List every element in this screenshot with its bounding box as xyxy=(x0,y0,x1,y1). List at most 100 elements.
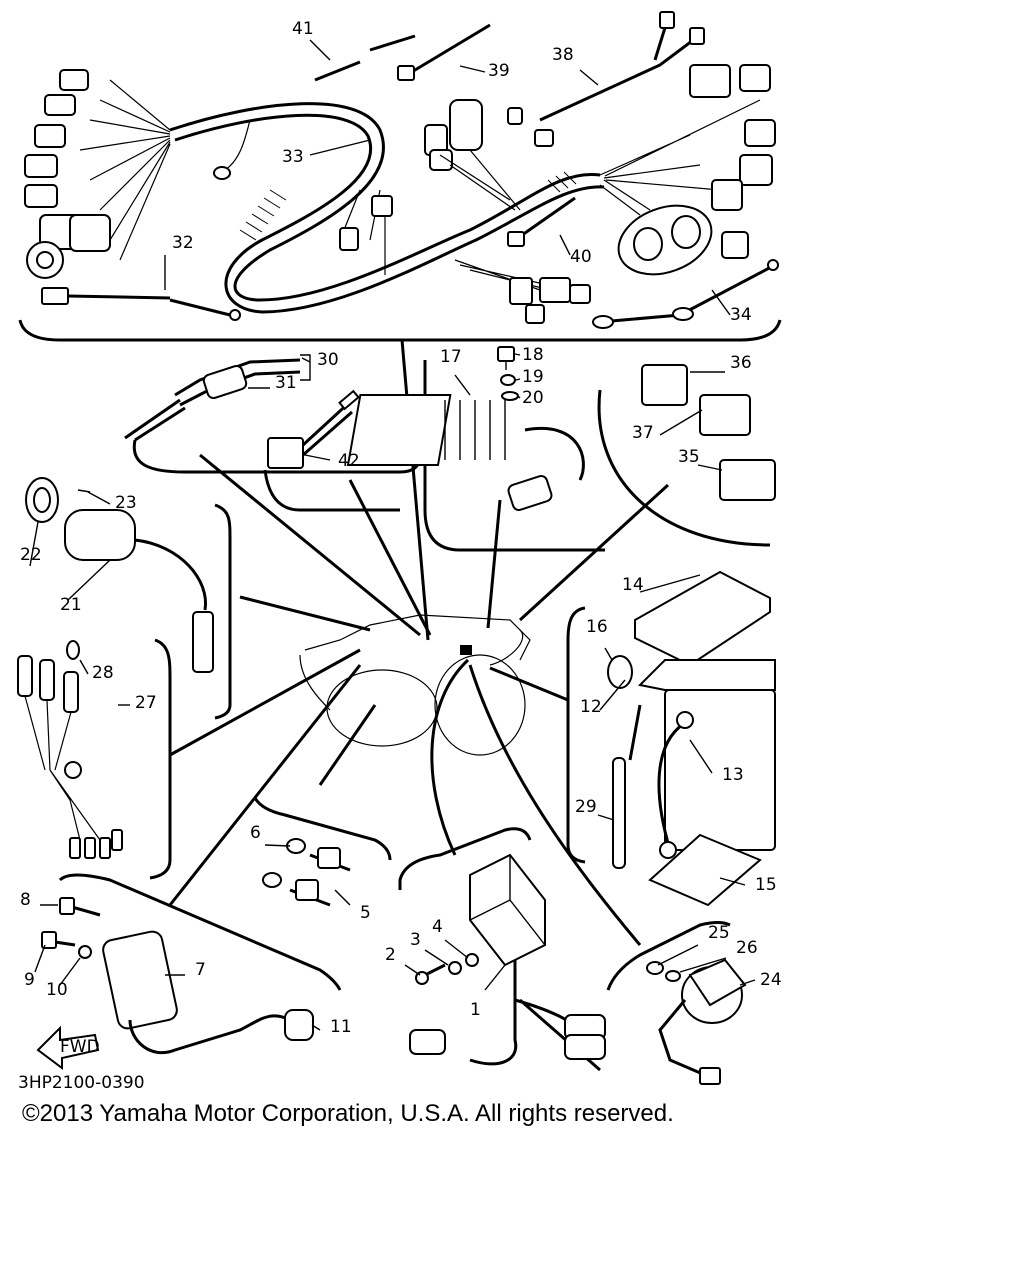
callout-leader-line xyxy=(79,659,89,675)
callout-label: 33 xyxy=(282,147,304,167)
callout-leader-line xyxy=(604,647,613,661)
callout-label: 3 xyxy=(410,930,421,950)
wire-harness-group xyxy=(18,11,782,342)
callout-leader-line xyxy=(304,454,331,461)
callout-label: 5 xyxy=(360,903,371,923)
callout-label: 30 xyxy=(317,350,339,370)
diagram-code: 3HP2100-0390 xyxy=(18,1073,145,1093)
callout-label: 22 xyxy=(20,545,42,565)
callout-label: 15 xyxy=(755,875,777,895)
callout-label: 38 xyxy=(552,45,574,65)
part-17-rectifier xyxy=(346,346,585,511)
callout-leader-line xyxy=(404,964,421,976)
callout-leader-line xyxy=(67,559,111,601)
callout-label: 17 xyxy=(440,347,462,367)
callout-label: 36 xyxy=(730,353,752,373)
callout-label: 28 xyxy=(92,663,114,683)
callout-leader-line xyxy=(697,464,723,471)
callout-label: 25 xyxy=(708,923,730,943)
callout-label: 34 xyxy=(730,305,752,325)
callout-leader-line xyxy=(29,521,39,567)
part-35-37-caps xyxy=(641,364,776,501)
callout-leader-line xyxy=(579,69,599,86)
callout-label: 41 xyxy=(292,19,314,39)
callout-label: 40 xyxy=(570,247,592,267)
callout-label: 2 xyxy=(385,945,396,965)
fwd-label: FWD xyxy=(60,1037,100,1057)
callout-leader-line xyxy=(515,378,521,381)
part-24-starter-relay xyxy=(646,958,747,1085)
part-32-wire-lead xyxy=(41,287,241,321)
frame-outline xyxy=(299,614,531,756)
part-42-relay xyxy=(267,389,360,469)
leader-lines xyxy=(168,339,670,946)
callout-leader-line xyxy=(87,491,111,505)
part-30-31-connector-lead xyxy=(124,354,311,442)
callout-label: 20 xyxy=(522,388,544,408)
callout-leader-line xyxy=(711,289,731,316)
callout-leader-line xyxy=(334,889,351,906)
callout-label: 9 xyxy=(24,970,35,990)
callout-leader-line xyxy=(679,957,727,973)
callout-label: 19 xyxy=(522,367,544,387)
callout-leader-line xyxy=(597,814,615,821)
callout-leader-line xyxy=(309,139,371,156)
callout-label: 1 xyxy=(470,1000,481,1020)
callout-leader-line xyxy=(424,949,449,966)
callout-leader-line xyxy=(559,234,571,256)
left-connector-bundle xyxy=(24,69,171,279)
part-14-battery xyxy=(607,570,776,907)
copyright-notice: ©2013 Yamaha Motor Corporation, U.S.A. A… xyxy=(22,1100,674,1127)
callout-leader-line xyxy=(599,679,626,711)
callout-leader-line xyxy=(264,844,291,847)
callout-leader-line xyxy=(689,739,713,774)
callout-label: 32 xyxy=(172,233,194,253)
right-connector-bundle xyxy=(599,64,776,211)
callout-leader-line xyxy=(659,409,703,436)
callout-label: 11 xyxy=(330,1017,352,1037)
callout-label: 13 xyxy=(722,765,744,785)
center-connector-cluster xyxy=(424,99,591,324)
gauge-housing xyxy=(599,179,749,276)
callout-label: 14 xyxy=(622,575,644,595)
callout-label: 8 xyxy=(20,890,31,910)
callout-label: 42 xyxy=(338,451,360,471)
callout-leader-line xyxy=(309,39,331,61)
callout-leader-line xyxy=(484,964,506,991)
callout-leader-line xyxy=(514,353,521,356)
callout-label: 31 xyxy=(275,373,297,393)
callout-leader-line xyxy=(34,944,46,973)
callout-label: 16 xyxy=(586,617,608,637)
callout-label: 18 xyxy=(522,345,544,365)
callout-label: 7 xyxy=(195,960,206,980)
callout-leader-line xyxy=(639,574,701,593)
callout-leader-line xyxy=(517,395,521,399)
callout-leader-line xyxy=(719,877,746,886)
callout-label: 4 xyxy=(432,917,443,937)
part-7-ignition-coil xyxy=(41,897,314,1055)
callout-label: 35 xyxy=(678,447,700,467)
callout-leader-line xyxy=(59,957,81,986)
callout-leader-line xyxy=(657,944,699,966)
callout-label: 6 xyxy=(250,823,261,843)
part-27-bulb-sockets xyxy=(17,640,123,859)
fwd-arrow: FWD xyxy=(36,1025,100,1070)
part-21-main-switch xyxy=(25,477,214,673)
part-5-6-bolts xyxy=(262,838,351,907)
callout-leader-line xyxy=(739,979,756,986)
callout-label: 37 xyxy=(632,423,654,443)
callout-label: 23 xyxy=(115,493,137,513)
callout-label: 21 xyxy=(60,595,82,615)
callout-label: 24 xyxy=(760,970,782,990)
callout-label: 26 xyxy=(736,938,758,958)
callout-leader-line xyxy=(301,357,311,363)
part-1-cdi-unit xyxy=(409,853,606,1072)
callout-leader-line xyxy=(454,374,471,396)
callout-label: 39 xyxy=(488,61,510,81)
callout-label: 10 xyxy=(46,980,68,1000)
callout-label: 12 xyxy=(580,697,602,717)
callout-leader-line xyxy=(459,65,486,73)
callout-leader-line xyxy=(444,939,469,959)
callout-label: 27 xyxy=(135,693,157,713)
